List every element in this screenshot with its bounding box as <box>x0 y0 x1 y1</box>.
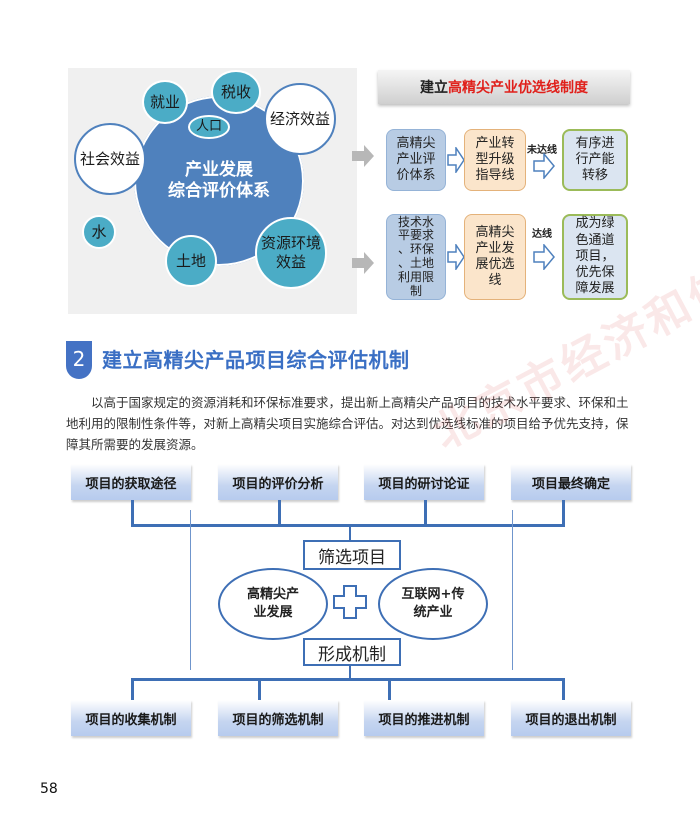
row1-box-transfer: 有序进行产能转移 <box>562 129 628 191</box>
hollow-arrow-icon <box>447 244 465 270</box>
node-renkou: 人口 <box>188 115 230 139</box>
form-mechanism-label: 形成机制 <box>303 638 401 666</box>
connector <box>562 678 565 702</box>
connector <box>131 678 565 681</box>
below-line-label: 未达线 <box>527 145 557 156</box>
connector <box>388 678 391 702</box>
gray-arrow-icon <box>352 252 374 274</box>
hollow-arrow-icon <box>533 153 555 179</box>
page-number: 58 <box>40 781 58 797</box>
bottom-box-exit: 项目的退出机制 <box>511 700 631 736</box>
connector <box>562 500 565 526</box>
row1-box-evaluation: 高精尖产业评价体系 <box>386 129 446 191</box>
section-number-badge: 2 <box>66 341 92 379</box>
connector <box>131 500 134 526</box>
side-line-right <box>512 510 513 670</box>
top-box-final: 项目最终确定 <box>511 464 631 500</box>
connector <box>424 500 427 526</box>
bottom-box-screening: 项目的筛选机制 <box>218 700 338 736</box>
section-title: 建立高精尖产品项目综合评估机制 <box>102 348 410 372</box>
node-tudi: 土地 <box>165 235 217 287</box>
hollow-arrow-icon <box>447 147 465 173</box>
row1-box-guideline: 产业转型升级指导线 <box>464 129 526 191</box>
center-line-2: 综合评价体系 <box>168 181 270 201</box>
ellipse-high-tech: 高精尖产业发展 <box>218 568 328 640</box>
connector <box>349 666 351 680</box>
plus-icon <box>333 585 367 619</box>
row2-box-green-channel: 成为绿色通道项目，优先保障发展 <box>562 214 628 300</box>
node-shuishou: 税收 <box>211 70 261 114</box>
filter-projects-label: 筛选项目 <box>303 540 401 570</box>
connector <box>258 678 261 702</box>
node-jingji: 经济效益 <box>264 83 336 155</box>
top-box-discussion: 项目的研讨论证 <box>364 464 484 500</box>
optimal-line-banner: 建立高精尖产业优选线制度 <box>378 70 630 104</box>
section-paragraph: 以高于国家规定的资源消耗和环保标准要求，提出新上高精尖产品项目的技术水平要求、环… <box>66 395 629 452</box>
node-shehui: 社会效益 <box>74 123 146 195</box>
row2-box-optimal-line: 高精尖产业发展优选线 <box>464 214 526 300</box>
node-jiuye: 就业 <box>142 80 188 124</box>
node-shui: 水 <box>82 215 116 249</box>
connector <box>278 500 281 526</box>
center-line-1: 产业发展 <box>185 159 253 180</box>
row2-box-requirements: 技术水平要求、环保、土地利用限制 <box>386 214 446 300</box>
connector <box>131 524 565 527</box>
side-line-left <box>190 510 191 670</box>
ellipse-internet-traditional: 互联网+传统产业 <box>378 568 488 640</box>
hollow-arrow-icon <box>533 244 555 270</box>
node-ziyuan: 资源环境 效益 <box>255 217 327 289</box>
top-box-evaluation: 项目的评价分析 <box>218 464 338 500</box>
bottom-box-promotion: 项目的推进机制 <box>364 700 484 736</box>
connector <box>349 526 351 540</box>
top-box-acquisition: 项目的获取途径 <box>71 464 191 500</box>
bottom-box-collection: 项目的收集机制 <box>71 700 191 736</box>
gray-arrow-icon <box>352 145 374 167</box>
reached-line-label: 达线 <box>532 229 552 240</box>
connector <box>131 678 134 702</box>
